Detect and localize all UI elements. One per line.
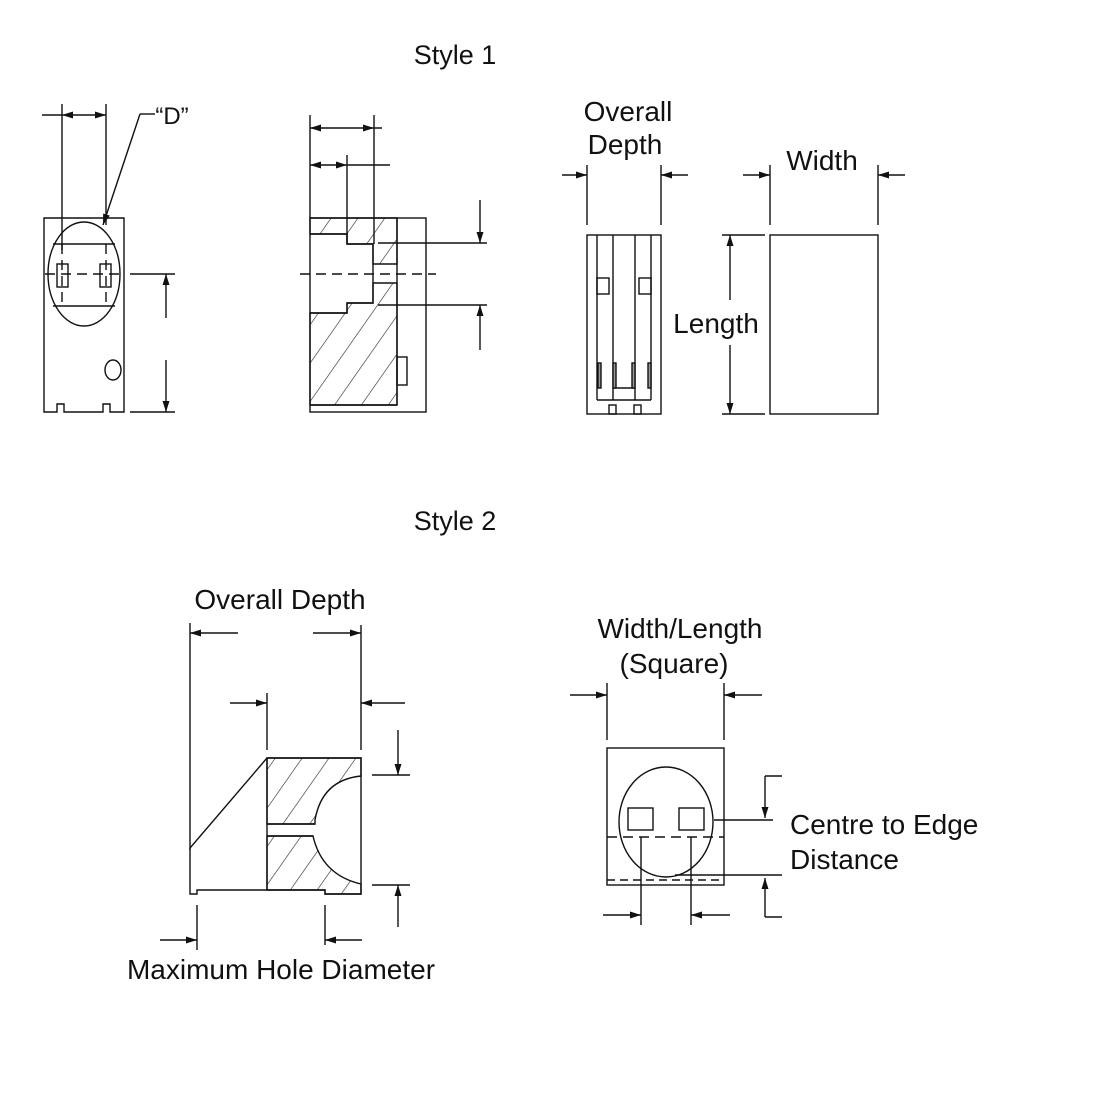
lens-outline (618, 766, 714, 878)
contact-window (596, 277, 610, 295)
arrow-head-icon (576, 171, 587, 179)
dimension-line (102, 113, 141, 226)
arrow-head-icon (103, 213, 110, 225)
arrow-head-icon (394, 885, 402, 896)
top-view-body (769, 234, 879, 415)
arrow-head-icon (310, 161, 321, 169)
arrow-head-icon (361, 699, 372, 707)
arrow-head-icon (759, 171, 770, 179)
hatched-section (309, 282, 398, 406)
hole-outline (104, 359, 122, 381)
arrow-head-icon (256, 699, 267, 707)
arrow-head-icon (363, 124, 374, 132)
arrow-head-icon (761, 878, 769, 889)
hatched-section (266, 835, 362, 895)
width-label: Width (786, 145, 858, 176)
side-view-body (586, 234, 662, 415)
contact-strip (597, 362, 602, 389)
arrow-head-icon (62, 111, 73, 119)
centre-to-edge-label: Centre to Edge (790, 809, 978, 840)
arrow-head-icon (476, 305, 484, 316)
notch (633, 404, 642, 415)
hatched-section (266, 757, 362, 825)
max-hole-diameter-label: Maximum Hole Diameter (127, 954, 435, 985)
arrow-head-icon (630, 911, 641, 919)
arrow-head-icon (162, 401, 170, 412)
distance-label: Distance (790, 844, 899, 875)
width-length-label: Width/Length (598, 613, 763, 644)
overall-depth-label: Overall Depth (194, 584, 365, 615)
arrow-head-icon (476, 232, 484, 243)
style2-section-body (189, 757, 362, 895)
arrow-head-icon (726, 235, 734, 246)
square-label: (Square) (620, 648, 729, 679)
style-2-title: Style 2 (414, 506, 497, 536)
arrow-head-icon (761, 807, 769, 818)
arrow-head-icon (596, 691, 607, 699)
front-view-body (43, 217, 125, 413)
overall-depth-label-line1: Overall (584, 96, 673, 127)
arrow-head-icon (336, 161, 347, 169)
contact-strip (647, 362, 652, 389)
length-label: Length (673, 308, 759, 339)
arrow-head-icon (95, 111, 106, 119)
arrow-head-icon (878, 171, 889, 179)
arrow-head-icon (661, 171, 672, 179)
arrow-head-icon (325, 936, 336, 944)
arrow-head-icon (162, 274, 170, 285)
d-label: “D” (155, 103, 188, 130)
style2-top-view-body (606, 747, 725, 886)
arrow-head-icon (190, 629, 201, 637)
contact-window (638, 277, 652, 295)
arrow-head-icon (726, 403, 734, 414)
style-1-title: Style 1 (414, 40, 497, 70)
arrow-head-icon (394, 764, 402, 775)
overall-depth-label-line2: Depth (588, 129, 663, 160)
contact-pad (678, 807, 705, 831)
arrow-head-icon (724, 691, 735, 699)
contact-strip (631, 362, 636, 389)
arrow-head-icon (310, 124, 321, 132)
contact-strip (612, 362, 617, 389)
notch (608, 404, 617, 415)
tab (396, 356, 408, 386)
contact-pad (627, 807, 654, 831)
arrow-head-icon (186, 936, 197, 944)
arrow-head-icon (350, 629, 361, 637)
hatched-section (309, 217, 398, 265)
arrow-head-icon (691, 911, 702, 919)
